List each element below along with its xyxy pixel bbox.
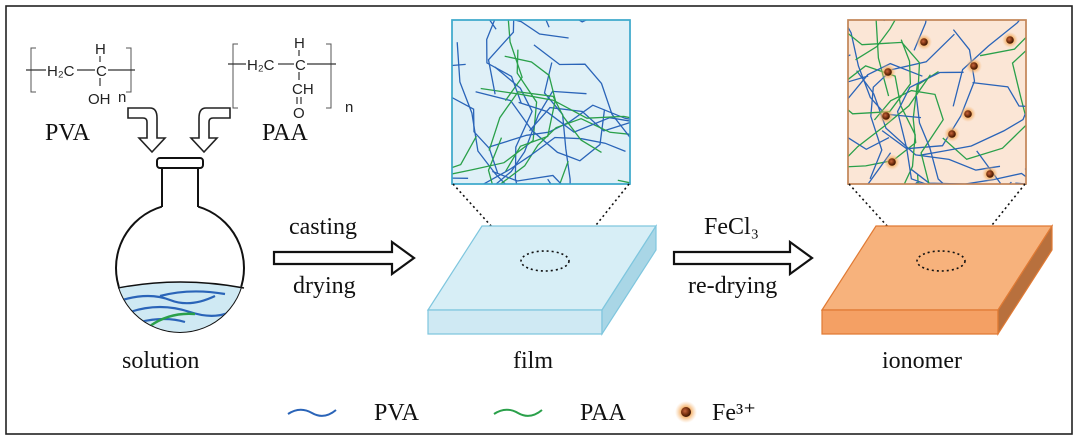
legend-paa-label: PAA [580,400,626,426]
fe-ion [882,112,890,120]
polymer-chain [896,71,964,184]
fe-ion [888,158,896,166]
stage-film: film [513,348,553,374]
polymer-chain [873,89,944,184]
ionomer-slab [820,223,1054,337]
legend-fe-ion-icon [681,407,691,417]
polymer-chain [848,74,931,158]
polymer-chain [489,104,630,148]
solution-flask [115,157,245,333]
film-slab [426,223,658,337]
fe-ion [920,38,928,46]
pva-ch2: H₂C [47,63,75,80]
polymer-chain [919,110,1026,156]
polymer-chain [913,20,927,51]
polymer-chain [480,87,630,119]
legend-pva-label: PVA [374,400,420,426]
polymer-chain [456,42,507,184]
polymer-chain [1029,13,1076,186]
pva-c: C [96,63,107,80]
fe-ion [1006,36,1014,44]
pva-structure: H₂C C H OH n [26,41,135,108]
polymer-chain [976,150,1001,184]
polymer-chain [499,117,630,184]
polymer-chain [452,49,538,175]
polymer-chain [533,44,630,139]
polymer-chain [633,94,804,139]
ionomer-fe-ions [878,32,1018,182]
polymer-chain [856,70,1001,171]
paa-structure: H₂C C H CH O n [228,35,353,122]
fe-ion [884,68,892,76]
stage-solution: solution [122,348,199,374]
legend-fe-label: Fe³⁺ [712,400,756,426]
polymer-chain [452,135,477,169]
polymer-chain [512,20,569,39]
paa-n: n [345,99,353,116]
polymer-chain [434,0,535,16]
polymer-chain [487,137,503,184]
fe-ion [948,130,956,138]
stage-ionomer: ionomer [882,348,962,374]
polymer-chain [855,20,896,61]
polymer-chain [914,181,924,184]
input-arrow-left [127,107,167,154]
polymer-chain [952,20,1021,107]
pva-oh: OH [88,91,111,108]
paa-c: C [295,57,306,74]
polymer-chain [848,32,921,94]
arrow1-top-label: casting [289,214,357,240]
polymer-chain [848,70,939,168]
arrow2-top-label: FeCl₃ [704,214,759,240]
paa-ch: CH [292,81,314,98]
polymer-chain [494,66,533,184]
polymer-chain [529,106,630,132]
polymer-chain [492,170,562,184]
polymer-chain [869,33,955,180]
pva-n: n [118,89,126,106]
polymer-chain [617,179,630,184]
process-arrow-1 [272,239,416,277]
legend-pva-swatch [287,408,337,417]
fe-ion [964,110,972,118]
polymer-chain [875,20,890,97]
film-chain-network [434,0,804,184]
arrow2-bottom-label: re-drying [688,273,777,299]
legend: PVA PAA Fe³⁺ [287,400,756,426]
polymer-chain [942,49,1026,161]
input-arrow-right [189,107,231,154]
polymer-chain [915,95,1012,184]
film-zoom-panel [451,19,631,185]
polymer-chain [475,91,606,162]
polymer-chain [488,91,602,153]
polymer-chain [848,62,923,151]
polymer-chain [482,136,626,184]
paa-h: H [294,35,305,52]
fe-ion [970,62,978,70]
outer-frame [5,5,1073,435]
polymer-chain [848,54,851,57]
polymer-chain [1029,13,1068,179]
polymer-chain [577,20,588,23]
arrow1-bottom-label: drying [293,273,356,299]
polymer-chain [486,20,522,104]
polymer-chain [504,20,523,101]
paa-ch2: H₂C [247,57,275,74]
polymer-chain [487,20,515,95]
polymer-chain [543,62,571,184]
polymer-chain [972,81,1026,107]
pva-h: H [95,41,106,58]
paa-o: O [293,105,305,122]
polymer-chain [979,36,1026,57]
paa-name: PAA [262,120,308,146]
legend-paa-swatch [493,408,543,417]
fe-ion [986,170,994,178]
process-arrow-2 [672,239,814,277]
pva-name: PVA [45,120,91,146]
